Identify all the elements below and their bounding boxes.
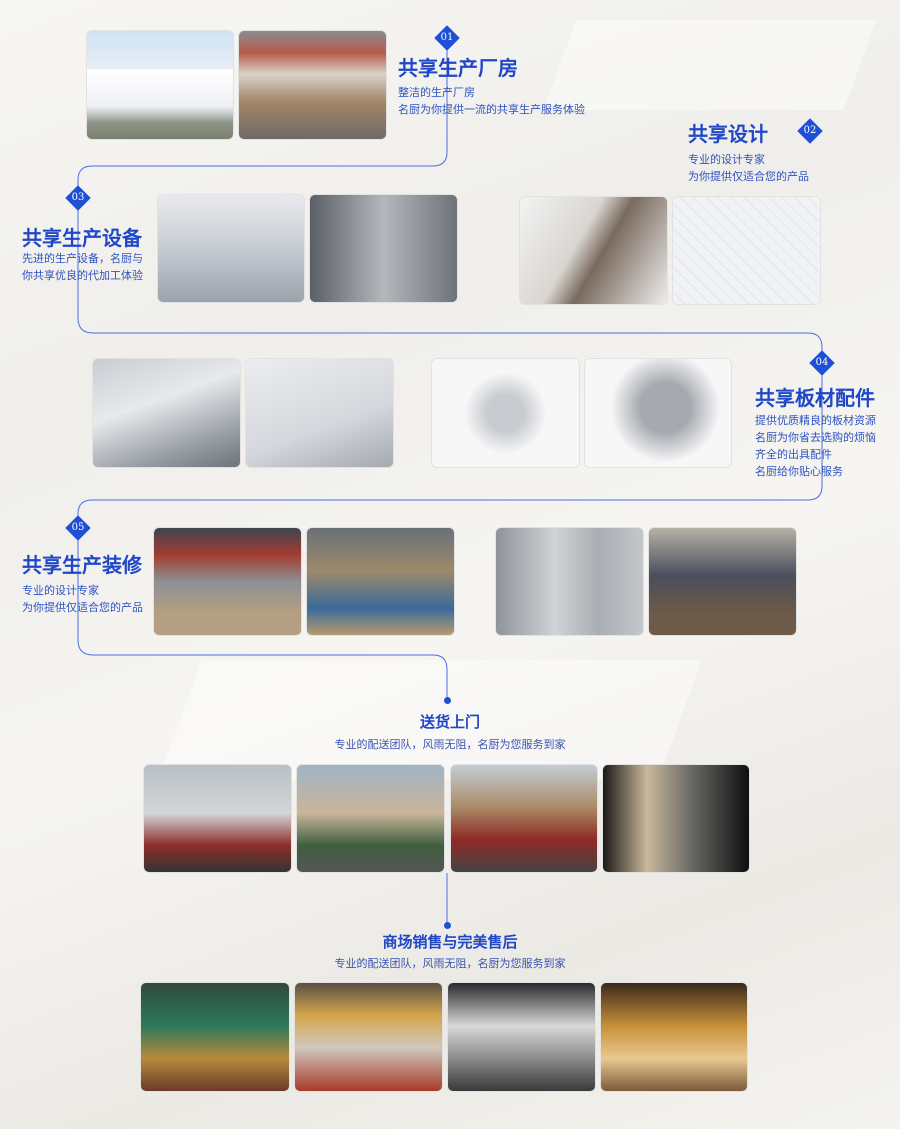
step-01-badge: 01 xyxy=(434,25,460,51)
step-03-badge: 03 xyxy=(65,185,91,211)
timeline-dot xyxy=(444,697,451,704)
retail-title: 商场销售与完美售后 xyxy=(382,933,518,951)
photo-rail-fittings xyxy=(584,358,732,468)
step-05-badge: 05 xyxy=(65,515,91,541)
section-title: 共享生产厂房 xyxy=(398,56,518,80)
step-04-badge: 04 xyxy=(809,350,835,376)
photo-design-team xyxy=(519,196,668,305)
photo-design-drawing xyxy=(672,196,821,305)
photo-production-line xyxy=(157,194,305,303)
photo-steel-sheets-2 xyxy=(245,358,394,468)
photo-truck-1 xyxy=(143,764,292,873)
photo-ducts xyxy=(495,527,644,636)
section-desc: 提供优质精良的板材资源名厨为你省去选购的烦恼齐全的出具配件名厨给你贴心服务 xyxy=(755,414,876,478)
photo-truck-2 xyxy=(296,764,445,873)
step-02-badge: 02 xyxy=(797,118,823,144)
photo-steel-sheets-1 xyxy=(92,358,241,468)
delivery-desc: 专业的配送团队，风雨无阻，名厨为您服务到家 xyxy=(334,738,566,751)
retail-desc: 专业的配送团队，风雨无阻，名厨为您服务到家 xyxy=(334,957,566,970)
section-desc: 专业的设计专家为你提供仅适合您的产品 xyxy=(22,584,143,614)
photo-equipment-aisle xyxy=(309,194,458,303)
section-title: 共享设计 xyxy=(688,122,768,146)
section-desc: 先进的生产设备，名厨与你共享优良的代加工体验 xyxy=(22,252,143,282)
delivery-title: 送货上门 xyxy=(419,713,480,731)
photo-handles xyxy=(431,358,580,468)
photo-workshop-1 xyxy=(153,527,302,636)
photo-truck-night xyxy=(602,764,750,873)
section-title: 共享板材配件 xyxy=(755,386,875,410)
timeline-dot xyxy=(444,922,451,929)
photo-showroom-3 xyxy=(447,982,596,1092)
photo-welding xyxy=(648,527,797,636)
section-desc: 整洁的生产厂房名厨为你提供一流的共享生产服务体验 xyxy=(398,86,585,116)
photo-workshop-2 xyxy=(306,527,455,636)
photo-showroom-1 xyxy=(140,982,290,1092)
section-title: 共享生产装修 xyxy=(22,553,142,577)
photo-factory-exterior xyxy=(86,30,234,140)
photo-showroom-2 xyxy=(294,982,443,1092)
section-desc: 专业的设计专家为你提供仅适合您的产品 xyxy=(688,153,809,183)
photo-truck-3 xyxy=(450,764,598,873)
section-title: 共享生产设备 xyxy=(22,226,142,250)
photo-showroom-4 xyxy=(600,982,748,1092)
photo-factory-interior xyxy=(238,30,387,140)
